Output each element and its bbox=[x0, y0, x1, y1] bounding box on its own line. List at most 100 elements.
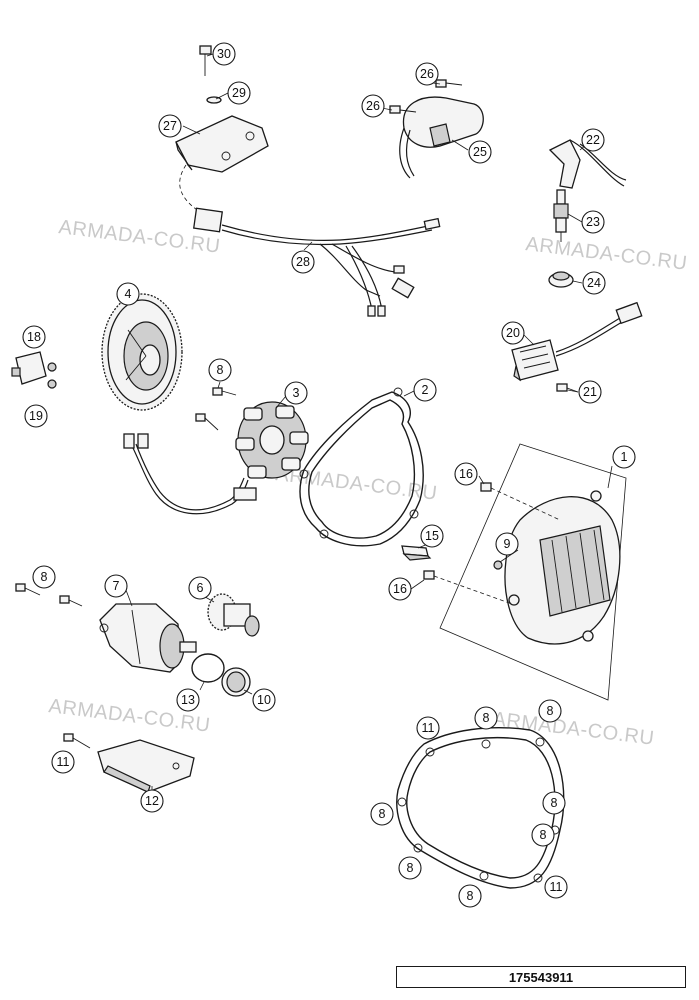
callout-26: 26 bbox=[415, 62, 439, 86]
voltage-regulator-part-20 bbox=[511, 301, 643, 382]
svg-text:27: 27 bbox=[163, 119, 177, 133]
callout-4: 4 bbox=[116, 282, 140, 306]
ignition-coil-part-25 bbox=[399, 96, 484, 179]
svg-text:9: 9 bbox=[504, 537, 511, 551]
bolt-part-16 bbox=[423, 570, 513, 605]
svg-text:8: 8 bbox=[467, 889, 474, 903]
callout-15: 15 bbox=[420, 524, 444, 548]
nut-part-19 bbox=[47, 362, 57, 389]
cover-assembly-frame bbox=[439, 443, 627, 701]
plug-part-9 bbox=[493, 560, 503, 570]
ring-part-10 bbox=[221, 667, 251, 697]
callout-8: 8 bbox=[531, 823, 555, 847]
stator-part-3 bbox=[123, 401, 309, 515]
bolt-part-16 bbox=[480, 482, 561, 521]
svg-text:8: 8 bbox=[483, 711, 490, 725]
callout-8: 8 bbox=[370, 802, 394, 826]
svg-text:18: 18 bbox=[27, 330, 41, 344]
o-ring-part-13 bbox=[191, 653, 225, 683]
svg-text:23: 23 bbox=[586, 215, 600, 229]
bolt-part-30 bbox=[199, 45, 212, 76]
callout-8: 8 bbox=[32, 565, 56, 589]
bolt-part-11 bbox=[63, 733, 91, 749]
svg-text:12: 12 bbox=[145, 794, 159, 808]
bolt-part-8 bbox=[59, 595, 83, 607]
callout-23: 23 bbox=[581, 210, 605, 234]
callout-2: 2 bbox=[413, 378, 437, 402]
callout-8: 8 bbox=[458, 884, 482, 908]
svg-text:3: 3 bbox=[293, 386, 300, 400]
callout-30: 30 bbox=[212, 42, 236, 66]
callout-7: 7 bbox=[104, 574, 128, 598]
callout-29: 29 bbox=[227, 81, 251, 105]
svg-text:20: 20 bbox=[506, 326, 520, 340]
callout-27: 27 bbox=[158, 114, 182, 138]
svg-text:28: 28 bbox=[296, 255, 310, 269]
callout-16: 16 bbox=[388, 577, 412, 601]
callout-25: 25 bbox=[468, 140, 492, 164]
callout-19: 19 bbox=[24, 404, 48, 428]
callout-8: 8 bbox=[398, 856, 422, 880]
svg-text:8: 8 bbox=[41, 570, 48, 584]
svg-text:16: 16 bbox=[393, 582, 407, 596]
svg-text:8: 8 bbox=[217, 363, 224, 377]
callout-1: 1 bbox=[612, 445, 636, 469]
svg-text:21: 21 bbox=[583, 385, 597, 399]
svg-text:26: 26 bbox=[366, 99, 380, 113]
svg-text:26: 26 bbox=[420, 67, 434, 81]
callout-20: 20 bbox=[501, 321, 525, 345]
callout-21: 21 bbox=[578, 380, 602, 404]
callout-10: 10 bbox=[252, 688, 276, 712]
callout-3: 3 bbox=[284, 381, 308, 405]
svg-text:11: 11 bbox=[57, 755, 70, 769]
watermark: ARMADA-CO.RU bbox=[524, 233, 688, 275]
control-unit-part-27 bbox=[175, 115, 269, 173]
svg-text:6: 6 bbox=[197, 581, 204, 595]
bolt-part-8 bbox=[212, 387, 237, 396]
svg-text:16: 16 bbox=[459, 467, 473, 481]
callout-8: 8 bbox=[208, 358, 232, 382]
callout-11: 11 bbox=[544, 875, 568, 899]
spark-plug-part-23 bbox=[553, 189, 569, 242]
callout-12: 12 bbox=[140, 789, 164, 813]
bolt-part-8 bbox=[195, 413, 219, 431]
starter-motor-part-7 bbox=[99, 603, 197, 673]
svg-text:22: 22 bbox=[586, 133, 600, 147]
callout-6: 6 bbox=[188, 576, 212, 600]
svg-text:11: 11 bbox=[422, 721, 435, 735]
callout-16: 16 bbox=[454, 462, 478, 486]
starter-gear-part-6 bbox=[207, 593, 260, 637]
svg-text:8: 8 bbox=[551, 796, 558, 810]
svg-text:11: 11 bbox=[550, 880, 563, 894]
callout-8: 8 bbox=[542, 791, 566, 815]
callout-9: 9 bbox=[495, 532, 519, 556]
gasket-part-2 bbox=[299, 387, 424, 547]
callout-8: 8 bbox=[474, 706, 498, 730]
svg-text:8: 8 bbox=[540, 828, 547, 842]
svg-text:24: 24 bbox=[587, 276, 601, 290]
starter-cover-part-12 bbox=[97, 739, 195, 793]
callout-8: 8 bbox=[538, 699, 562, 723]
svg-text:8: 8 bbox=[379, 807, 386, 821]
callout-11: 11 bbox=[51, 750, 75, 774]
svg-text:7: 7 bbox=[113, 579, 120, 593]
svg-text:15: 15 bbox=[425, 529, 439, 543]
svg-text:19: 19 bbox=[29, 409, 43, 423]
bolt-part-21 bbox=[556, 383, 579, 393]
cover-gasket bbox=[396, 726, 565, 889]
bolt-part-8 bbox=[15, 583, 41, 596]
ignition-cover-part-1 bbox=[504, 490, 621, 645]
svg-text:29: 29 bbox=[232, 86, 246, 100]
callout-26: 26 bbox=[361, 94, 385, 118]
svg-text:8: 8 bbox=[407, 861, 414, 875]
reference-number: 175543911 bbox=[396, 966, 686, 988]
svg-text:30: 30 bbox=[217, 47, 231, 61]
callout-18: 18 bbox=[22, 325, 46, 349]
svg-text:2: 2 bbox=[422, 383, 429, 397]
callout-22: 22 bbox=[581, 128, 605, 152]
callout-11: 11 bbox=[416, 716, 440, 740]
leader-lines bbox=[125, 53, 613, 792]
seal-part-24 bbox=[548, 271, 574, 288]
